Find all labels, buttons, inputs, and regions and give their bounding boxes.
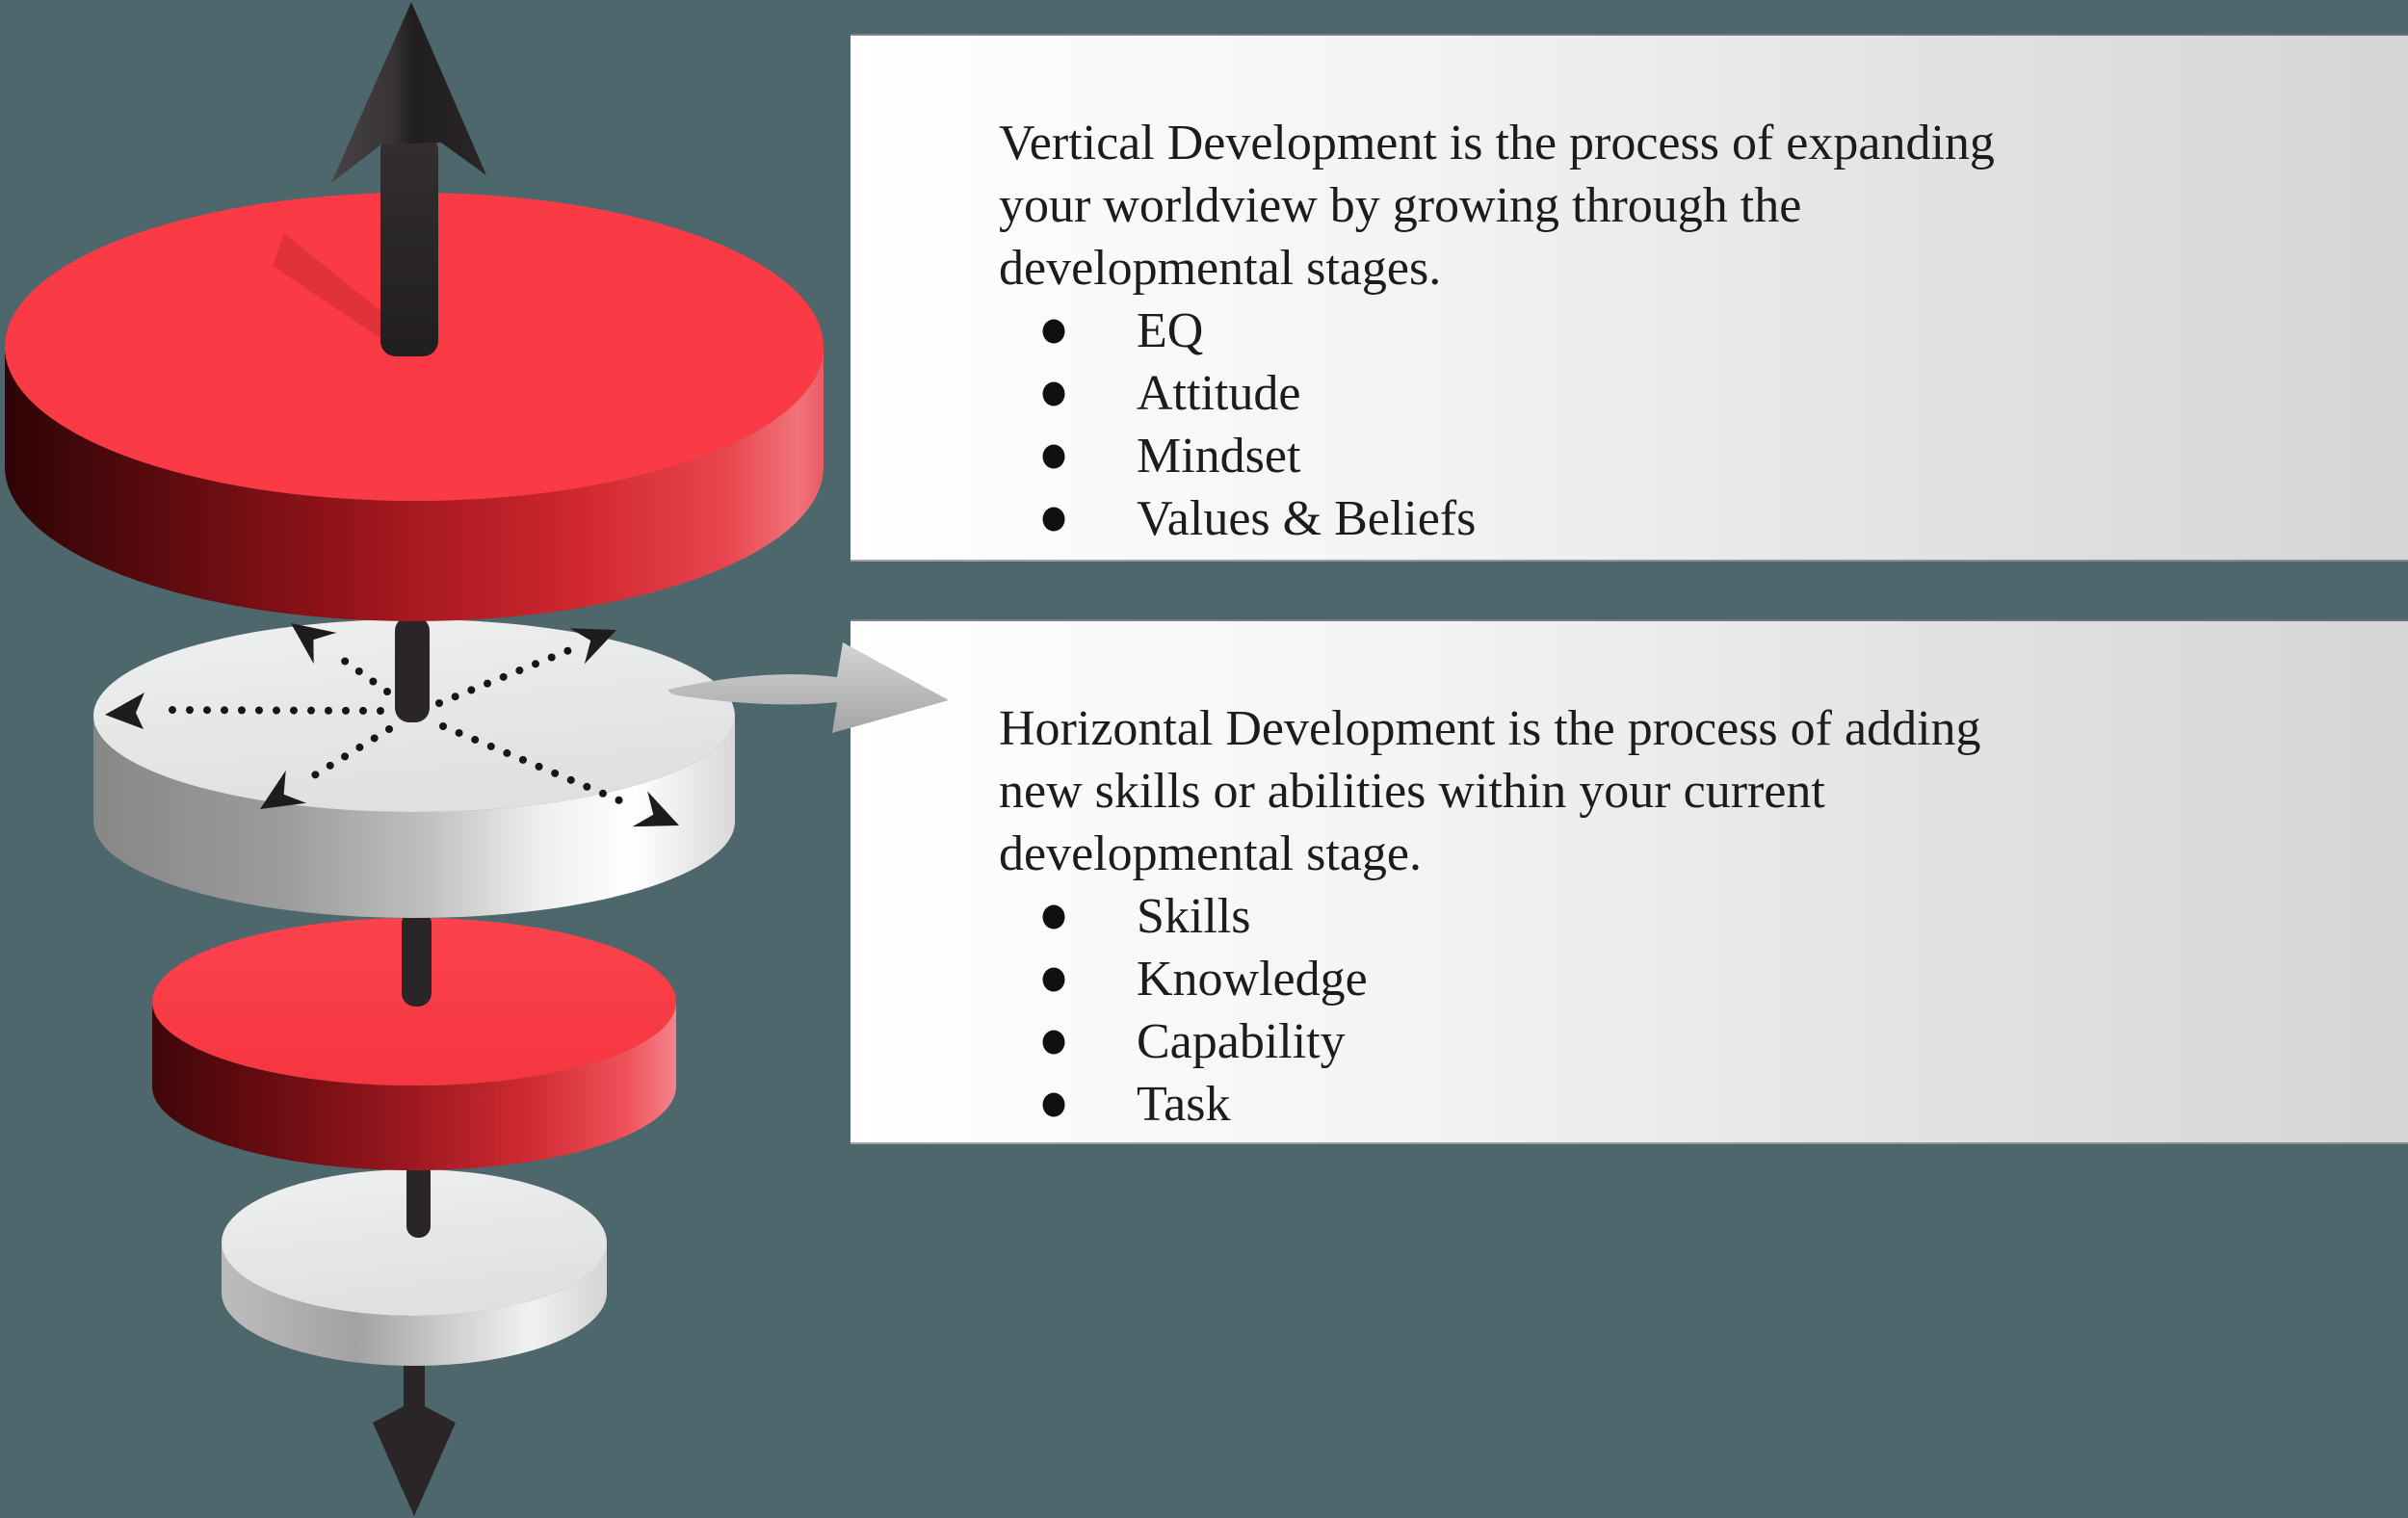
radial-dotted-arrows-icon (105, 623, 679, 827)
list-item: Attitude (851, 362, 2408, 425)
vertical-axis-shaft (406, 1161, 431, 1238)
list-item: Skills (851, 885, 2408, 948)
vertical-development-bullet-list: EQ Attitude Mindset Values & Beliefs (851, 300, 2408, 550)
list-item: EQ (851, 300, 2408, 362)
up-arrow-icon (331, 2, 486, 356)
vertical-axis-shaft (402, 910, 432, 1007)
vertical-development-panel: Vertical Development is the process of e… (851, 34, 2408, 562)
list-item: Capability (851, 1010, 2408, 1073)
horizontal-development-bullet-list: Skills Knowledge Capability Task (851, 885, 2408, 1136)
callout-swoosh-arrow-icon (667, 642, 949, 733)
list-item: Task (851, 1073, 2408, 1136)
vertical-axis-shaft (395, 616, 430, 722)
horizontal-development-panel: Horizontal Development is the process of… (851, 619, 2408, 1144)
down-arrow-icon (373, 1352, 456, 1516)
list-item: Values & Beliefs (851, 487, 2408, 550)
list-item: Knowledge (851, 948, 2408, 1010)
list-item: Mindset (851, 425, 2408, 487)
horizontal-development-description: Horizontal Development is the process of… (999, 701, 1981, 881)
vertical-development-description: Vertical Development is the process of e… (999, 116, 1995, 296)
development-stack-diagram (5, 2, 949, 1516)
white-disc-bottom (222, 1169, 607, 1366)
